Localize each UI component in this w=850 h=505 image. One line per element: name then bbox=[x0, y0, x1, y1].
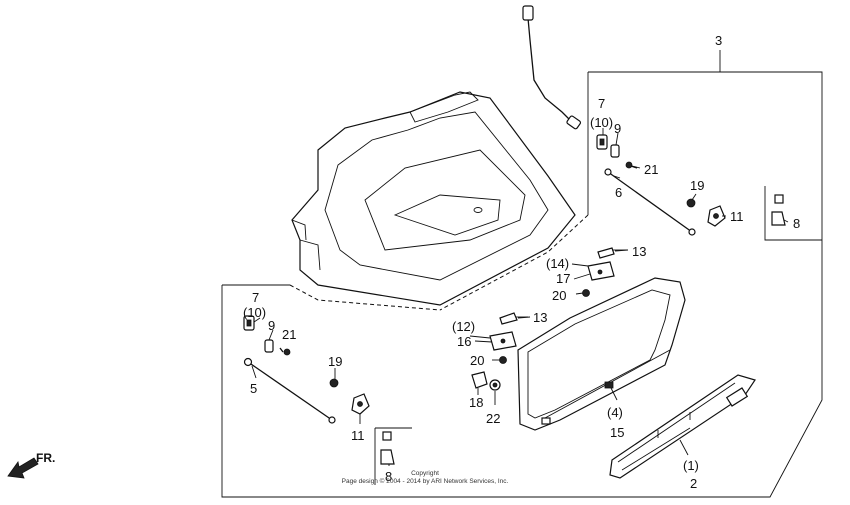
callout-2: 2 bbox=[690, 476, 697, 491]
holder-11-lower bbox=[351, 393, 370, 415]
callout-14: (14) bbox=[546, 256, 569, 271]
assembly-box-right bbox=[439, 50, 823, 311]
copyright-notice: Copyright Page design © 2004 - 2014 by A… bbox=[342, 470, 509, 485]
buffer-18 bbox=[471, 371, 488, 389]
copyright-line-1: Copyright bbox=[411, 470, 439, 477]
holder-11-upper bbox=[707, 205, 726, 227]
bolt-20-upper bbox=[582, 289, 590, 297]
callout-12: (12) bbox=[452, 319, 475, 334]
release-cable bbox=[522, 5, 582, 130]
screw-21-lower bbox=[279, 347, 291, 356]
bracket-16 bbox=[489, 331, 517, 351]
bracket-13-upper bbox=[597, 247, 628, 259]
callout-11: 11 bbox=[351, 428, 365, 443]
bracket-13-lower bbox=[499, 312, 528, 325]
latch-clip-lower bbox=[243, 315, 274, 353]
callout-10: (10) bbox=[590, 115, 613, 130]
callout-16: 16 bbox=[457, 334, 471, 349]
rod-6 bbox=[604, 168, 696, 236]
callout-8: 8 bbox=[793, 216, 800, 231]
callout-19: 19 bbox=[328, 354, 342, 369]
callout-21: 21 bbox=[282, 327, 296, 342]
reflector-strip bbox=[609, 374, 756, 479]
grommet-19-upper bbox=[686, 198, 696, 208]
callout-9: 9 bbox=[614, 121, 621, 136]
callout-20: 20 bbox=[470, 353, 484, 368]
callout-13: 13 bbox=[533, 310, 547, 325]
copyright-line-2: Page design © 2004 - 2014 by ARI Network… bbox=[342, 477, 509, 485]
callout-19: 19 bbox=[690, 178, 704, 193]
callout-4: (4) bbox=[607, 405, 623, 420]
latch-clip-upper bbox=[596, 134, 620, 158]
rod-5 bbox=[243, 357, 336, 424]
clip-8-upper-box bbox=[764, 186, 822, 241]
assembly-box-lower bbox=[221, 242, 823, 498]
callout-10: (10) bbox=[243, 305, 266, 320]
bracket-17 bbox=[587, 261, 615, 281]
callout-6: 6 bbox=[615, 185, 622, 200]
callout-8: 8 bbox=[385, 469, 392, 484]
trunk-housing bbox=[291, 91, 576, 306]
callout-21: 21 bbox=[644, 162, 658, 177]
callout-22: 22 bbox=[486, 411, 500, 426]
callout-1: (1) bbox=[683, 458, 699, 473]
washer-22 bbox=[489, 379, 501, 391]
callout-18: 18 bbox=[469, 395, 483, 410]
grommet-19-lower bbox=[329, 378, 339, 388]
direction-label: FR. bbox=[36, 451, 55, 465]
clip-8-lower-box bbox=[374, 427, 412, 485]
callout-20: 20 bbox=[552, 288, 566, 303]
callout-17: 17 bbox=[556, 271, 570, 286]
callout-15: 15 bbox=[610, 425, 624, 440]
callout-11: 11 bbox=[730, 209, 744, 224]
callout-labels: 3 7 (10) 9 21 6 19 11 8 13 (14) 17 20 7 … bbox=[243, 33, 800, 491]
callout-3: 3 bbox=[715, 33, 722, 48]
callout-7: 7 bbox=[252, 290, 259, 305]
leader-lines bbox=[251, 128, 789, 466]
callout-5: 5 bbox=[250, 381, 257, 396]
bolt-20-lower bbox=[499, 356, 507, 364]
trunk-lid bbox=[517, 277, 686, 431]
front-direction-indicator: FR. bbox=[7, 451, 55, 479]
callout-9: 9 bbox=[268, 318, 275, 333]
callout-13: 13 bbox=[632, 244, 646, 259]
arrow-icon bbox=[7, 457, 39, 479]
callout-7: 7 bbox=[598, 96, 605, 111]
